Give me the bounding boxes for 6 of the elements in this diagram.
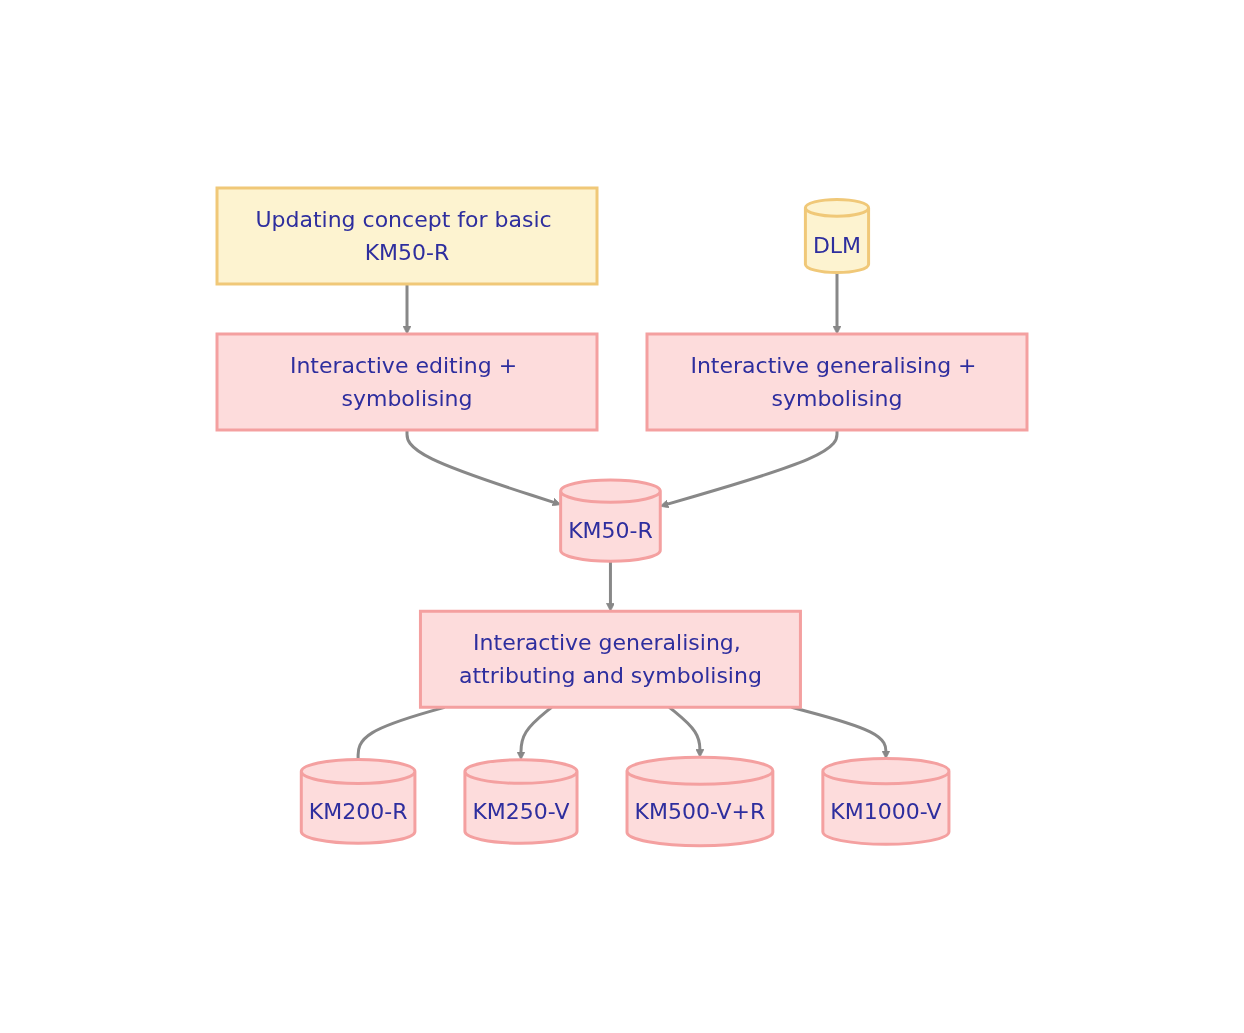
arrow xyxy=(659,429,839,508)
node-box: Interactive generalising, attributing and symbolising xyxy=(418,609,802,709)
arrow xyxy=(405,429,562,506)
node-box: Interactive generalising + symbolising xyxy=(645,332,1029,432)
node-box: Interactive editing + symbolising xyxy=(215,332,599,432)
node-box: Updating concept for basic KM50-R xyxy=(215,186,599,286)
